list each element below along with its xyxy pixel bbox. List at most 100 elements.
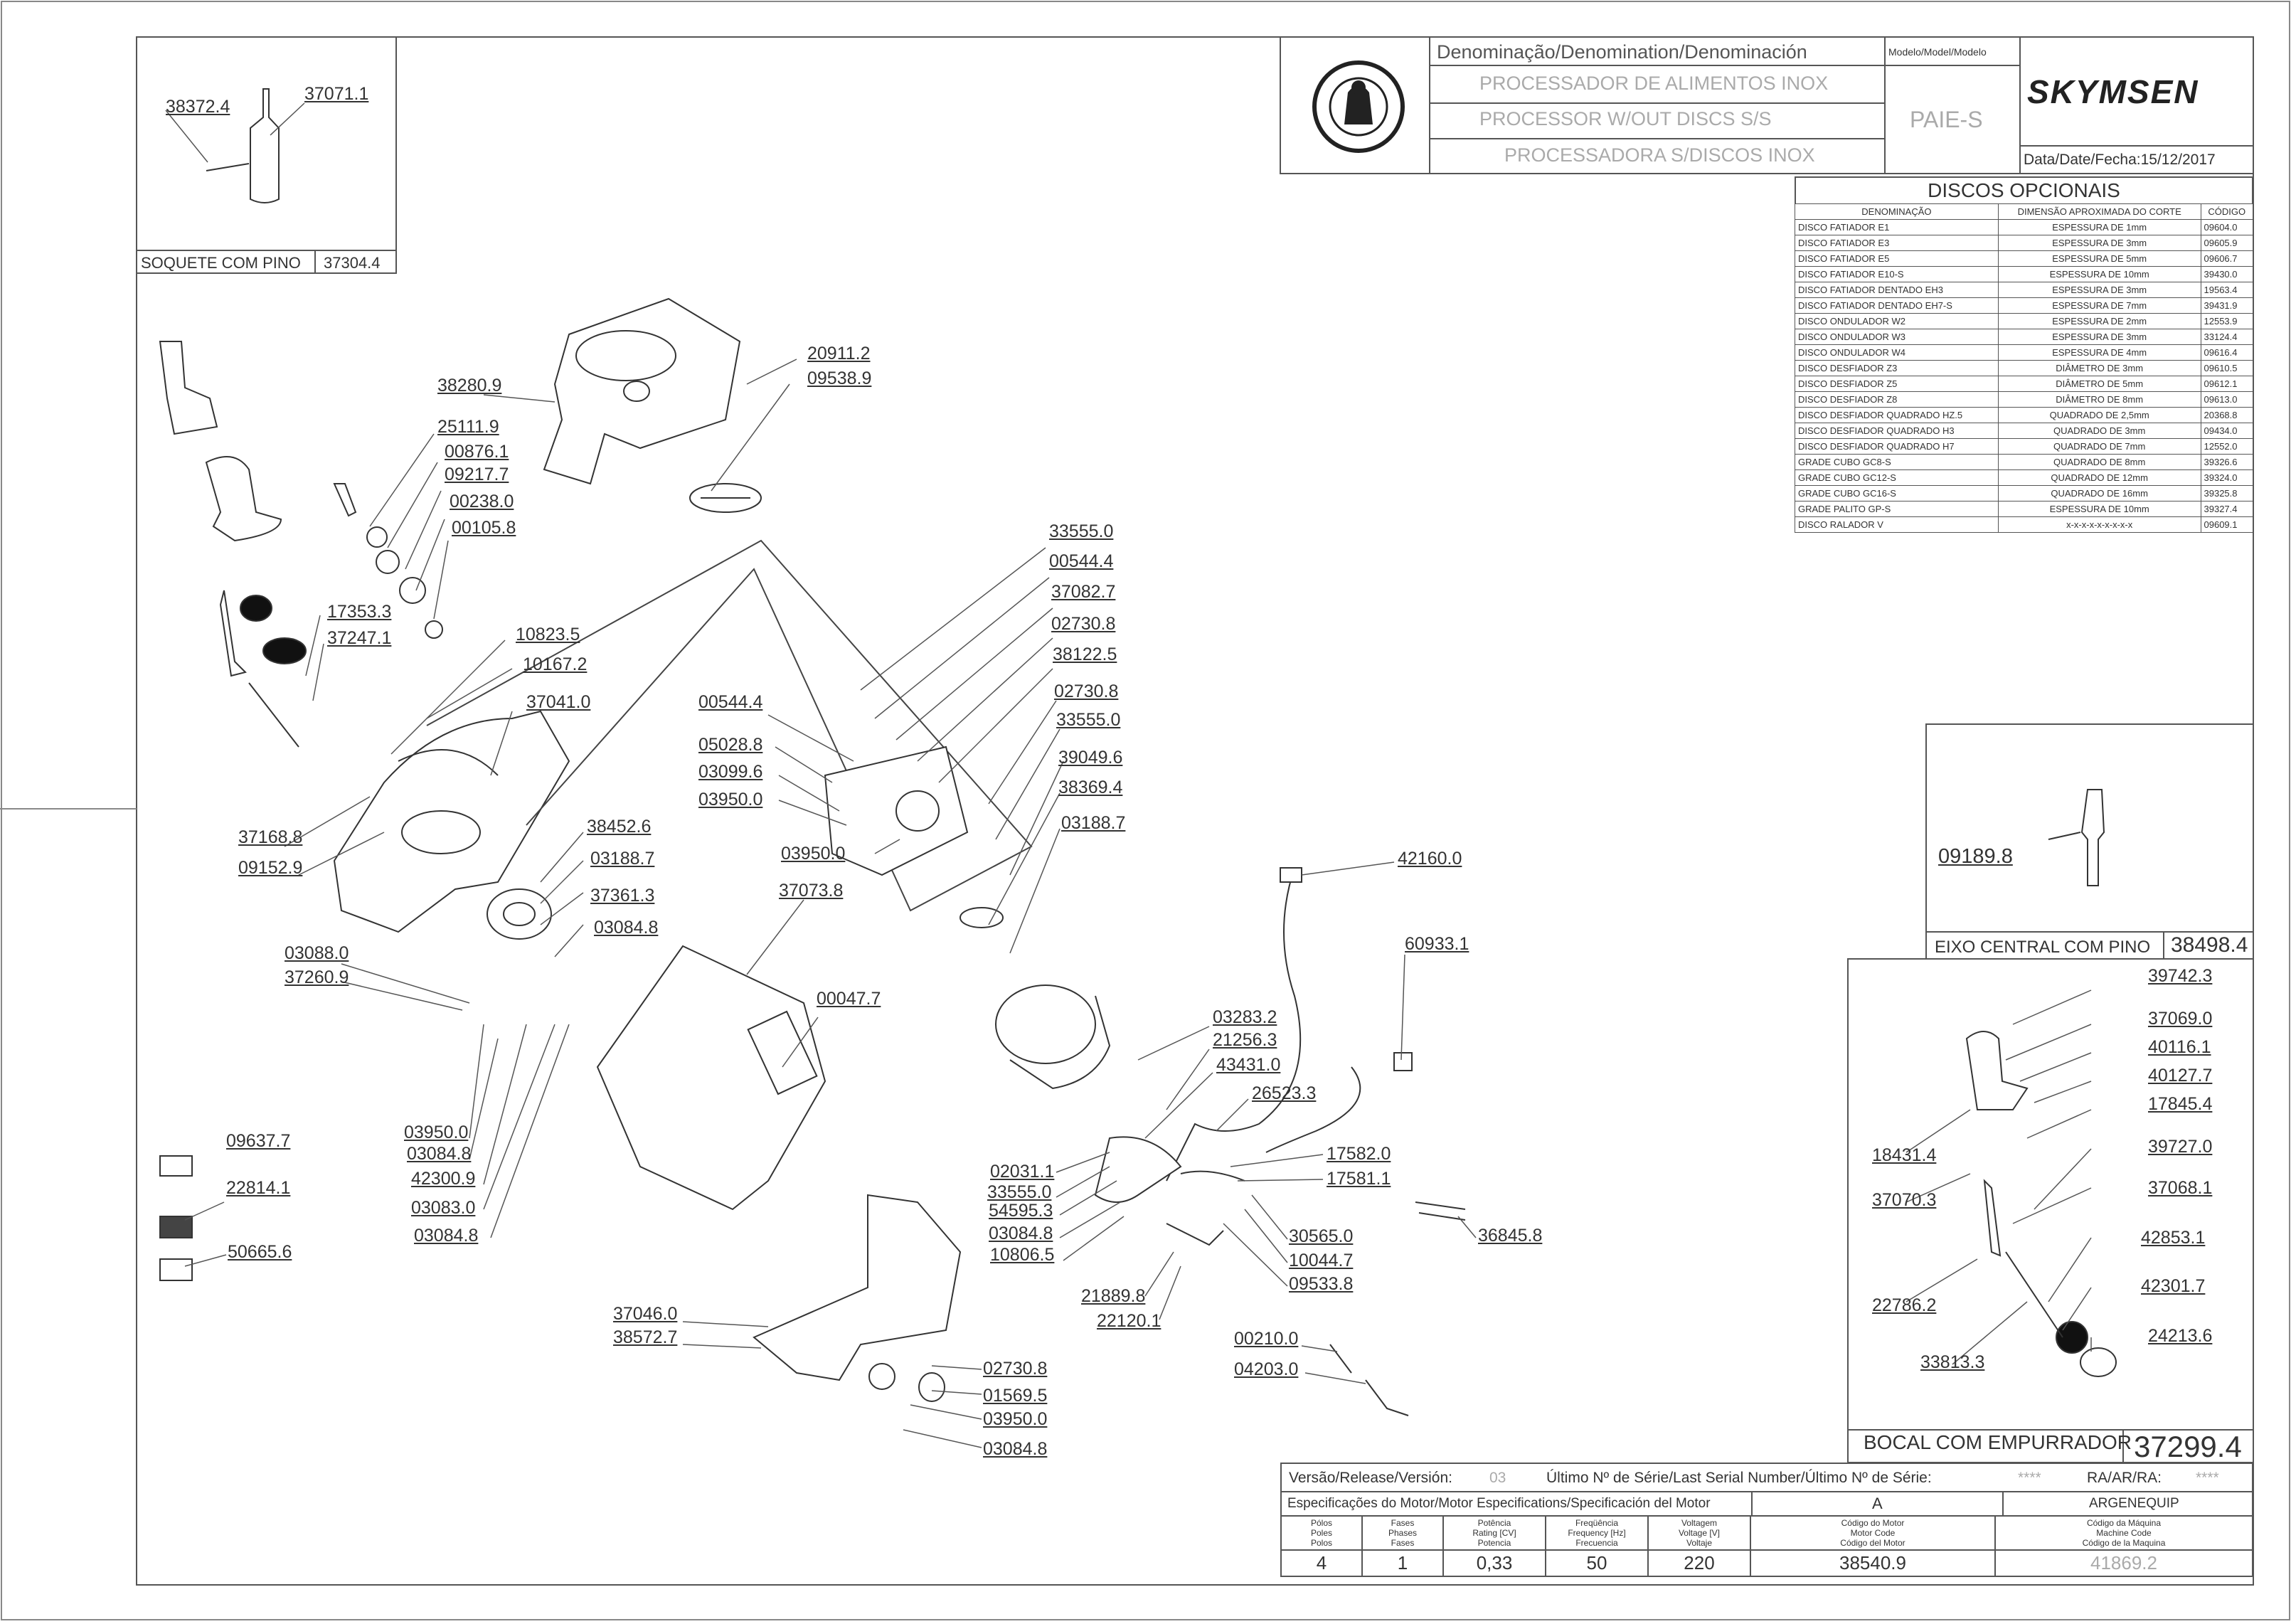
part-label: 39727.0 <box>2148 1137 2213 1157</box>
central-shaft-caption: EIXO CENTRAL COM PINO <box>1935 938 2151 957</box>
table-cell: DISCO FATIADOR E1 <box>1795 219 1999 235</box>
ra-label: RA/AR/RA: <box>2087 1470 2162 1486</box>
table-cell: QUADRADO DE 16mm <box>1997 485 2201 501</box>
table-cell: GRADE CUBO GC16-S <box>1795 485 1999 501</box>
table-cell: DISCO DESFIADOR Z8 <box>1795 391 1999 408</box>
authorized-service-seal <box>1309 46 1408 167</box>
socket-code: 37304.4 <box>324 254 381 272</box>
table-cell: DIÂMETRO DE 3mm <box>1997 360 2201 376</box>
part-label: 09217.7 <box>445 465 509 484</box>
table-cell: ESPESSURA DE 3mm <box>1997 235 2201 251</box>
part-label: 21889.8 <box>1081 1286 1146 1306</box>
part-label: 00876.1 <box>445 442 509 462</box>
part-label: 17581.1 <box>1327 1169 1391 1189</box>
table-cell: DISCO FATIADOR E3 <box>1795 235 1999 251</box>
table-cell: ESPESSURA DE 4mm <box>1997 344 2201 361</box>
feed-mouth-part <box>1965 1031 2029 1110</box>
motor-brand-code: A <box>1872 1495 1883 1512</box>
part-label: 37041.0 <box>526 692 591 712</box>
part-label: 38572.7 <box>613 1327 678 1347</box>
feed-mouth-caption: BOCAL COM EMPURRADOR <box>1864 1431 2132 1453</box>
part-label: 42301.7 <box>2141 1276 2206 1296</box>
table-cell: 09606.7 <box>2200 250 2254 267</box>
serial-label: Último Nº de Série/Last Serial Number/Úl… <box>1546 1470 1932 1486</box>
table-cell: DISCO ONDULADOR W2 <box>1795 313 1999 329</box>
socket-caption: SOQUETE COM PINO <box>141 254 301 272</box>
spec-value: 220 <box>1647 1549 1751 1577</box>
part-label: 33813.3 <box>1920 1352 1985 1372</box>
table-header-row: DENOMINAÇÃO DIMENSÃO APROXIMADA DO CORTE… <box>1795 203 2254 220</box>
table-cell: ESPESSURA DE 5mm <box>1997 250 2201 267</box>
central-shaft-code: 38498.4 <box>2171 933 2248 957</box>
feed-mouth-code: 37299.4 <box>2134 1430 2242 1463</box>
central-shaft-part <box>2080 789 2105 886</box>
table-cell: QUADRADO DE 12mm <box>1997 469 2201 486</box>
table-cell: 09613.0 <box>2200 391 2254 408</box>
part-label: 03084.8 <box>989 1224 1053 1243</box>
part-label: 03084.8 <box>414 1226 479 1246</box>
table-cell: DISCO RALADOR V <box>1795 516 1999 533</box>
cable-part <box>1166 867 1302 1182</box>
table-cell: ESPESSURA DE 3mm <box>1997 329 2201 345</box>
part-label: 42300.9 <box>411 1169 476 1189</box>
table-cell: DISCO FATIADOR DENTADO EH3 <box>1795 282 1999 298</box>
part-label: 37068.1 <box>2148 1178 2213 1198</box>
part-label: 03084.8 <box>594 918 659 938</box>
part-label: 03283.2 <box>1213 1007 1277 1027</box>
table-cell: DISCO DESFIADOR QUADRADO HZ.5 <box>1795 407 1999 423</box>
motor-part <box>995 985 1096 1064</box>
label-blank <box>159 1155 193 1177</box>
table-cell: 09434.0 <box>2200 423 2254 439</box>
spec-value: 38540.9 <box>1750 1549 1996 1577</box>
ra-value: **** <box>2196 1470 2219 1486</box>
table-cell: 09604.0 <box>2200 219 2254 235</box>
optional-discs-title: DISCOS OPCIONAIS <box>1795 176 2253 203</box>
part-label: 09152.9 <box>238 858 303 878</box>
part-label: 22814.1 <box>226 1178 291 1198</box>
part-label: 03084.8 <box>407 1144 472 1164</box>
part-label: 00544.4 <box>1049 551 1114 571</box>
part-label: 03083.0 <box>411 1198 476 1218</box>
table-cell: ESPESSURA DE 3mm <box>1997 282 2201 298</box>
part-label: 33555.0 <box>987 1182 1052 1202</box>
label-warning <box>159 1216 193 1238</box>
part-label: 00105.8 <box>452 518 516 538</box>
brand-logo: SKYMSEN <box>2027 73 2199 110</box>
housing-outline <box>426 539 1033 912</box>
part-label: 36845.8 <box>1478 1226 1543 1246</box>
pusher-handle-part <box>219 590 247 677</box>
part-label: 37070.3 <box>1872 1190 1937 1210</box>
model-value: PAIE-S <box>1910 107 1983 132</box>
spec-value: 1 <box>1361 1549 1444 1577</box>
table-cell: x-x-x-x-x-x-x-x-x <box>1997 516 2201 533</box>
part-label: 38372.4 <box>166 97 230 117</box>
table-cell: 39327.4 <box>2200 501 2254 517</box>
part-label: 37361.3 <box>590 886 655 906</box>
serial-value: **** <box>2018 1470 2041 1486</box>
denomination-header: Denominação/Denomination/Denominación <box>1437 41 1807 63</box>
part-label: 20911.2 <box>807 344 871 363</box>
part-label: 42160.0 <box>1398 849 1462 869</box>
part-label: 17353.3 <box>327 602 392 622</box>
part-label: 03084.8 <box>983 1439 1048 1459</box>
part-label: 60933.1 <box>1405 934 1469 954</box>
pusher-part <box>159 341 218 435</box>
part-label: 17582.0 <box>1327 1144 1391 1164</box>
table-cell: GRADE PALITO GP-S <box>1795 501 1999 517</box>
part-label: 30565.0 <box>1289 1226 1354 1246</box>
part-label: 25111.9 <box>437 417 499 437</box>
